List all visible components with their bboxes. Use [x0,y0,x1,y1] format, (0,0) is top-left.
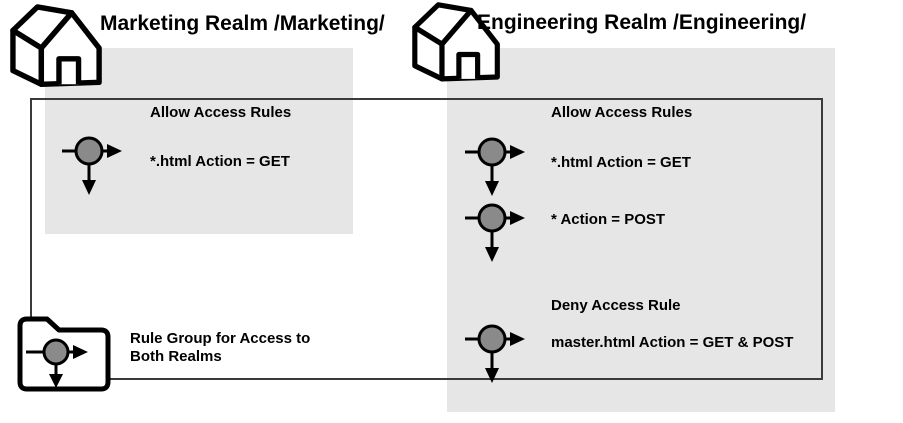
rule-down-arrow-icon [485,368,499,383]
rule-node-circle [74,136,104,166]
access-rule-icon [465,203,525,262]
rule-node-circle [477,324,507,354]
folder-rule-group-icon [17,316,111,392]
rule-group-label-line2: Both Realms [130,348,222,365]
realm-boundary-rectangle [30,98,823,380]
house-front [38,10,102,87]
engineering-deny-rule: master.html Action = GET & POST [551,334,794,351]
house-door [56,56,82,85]
access-rule-icon [465,324,525,383]
rule-right-arrow-icon [73,345,88,359]
rule-right-arrow-icon [510,211,525,225]
engineering-realm-zone [447,48,835,412]
marketing-allow-rule: *.html Action = GET [150,153,290,170]
engineering-deny-rule-heading: Deny Access Rule [551,297,681,314]
rule-down-arrow-icon [485,247,499,262]
access-rule-icon [62,136,122,195]
rule-down-arrow-icon [49,374,63,388]
rule-down-arrow-icon [82,180,96,195]
rule-node-circle [42,338,70,366]
engineering-allow-rules-heading: Allow Access Rules [551,104,693,121]
rule-right-arrow-icon [510,332,525,346]
engineering-realm-title: Engineering Realm /Engineering/ [477,11,807,34]
rule-node-circle [477,203,507,233]
house-front [439,7,500,82]
marketing-realm-title: Marketing Realm /Marketing/ [100,12,385,35]
engineering-allow-rule-2: * Action = POST [551,211,666,228]
house-icon [10,4,102,87]
rule-right-arrow-icon [510,145,525,159]
rule-group-label-line1: Rule Group for Access to [130,330,311,347]
rule-group-label: Rule Group for Access to Both Realms [130,330,310,366]
rule-right-arrow-icon [107,144,122,158]
house-door [456,51,481,79]
engineering-allow-rule-1: *.html Action = GET [551,154,691,171]
marketing-allow-rules-heading: Allow Access Rules [150,104,292,121]
rule-down-arrow-icon [485,181,499,196]
rule-node-circle [477,137,507,167]
house-icon [412,2,500,82]
access-rule-icon [465,137,525,196]
